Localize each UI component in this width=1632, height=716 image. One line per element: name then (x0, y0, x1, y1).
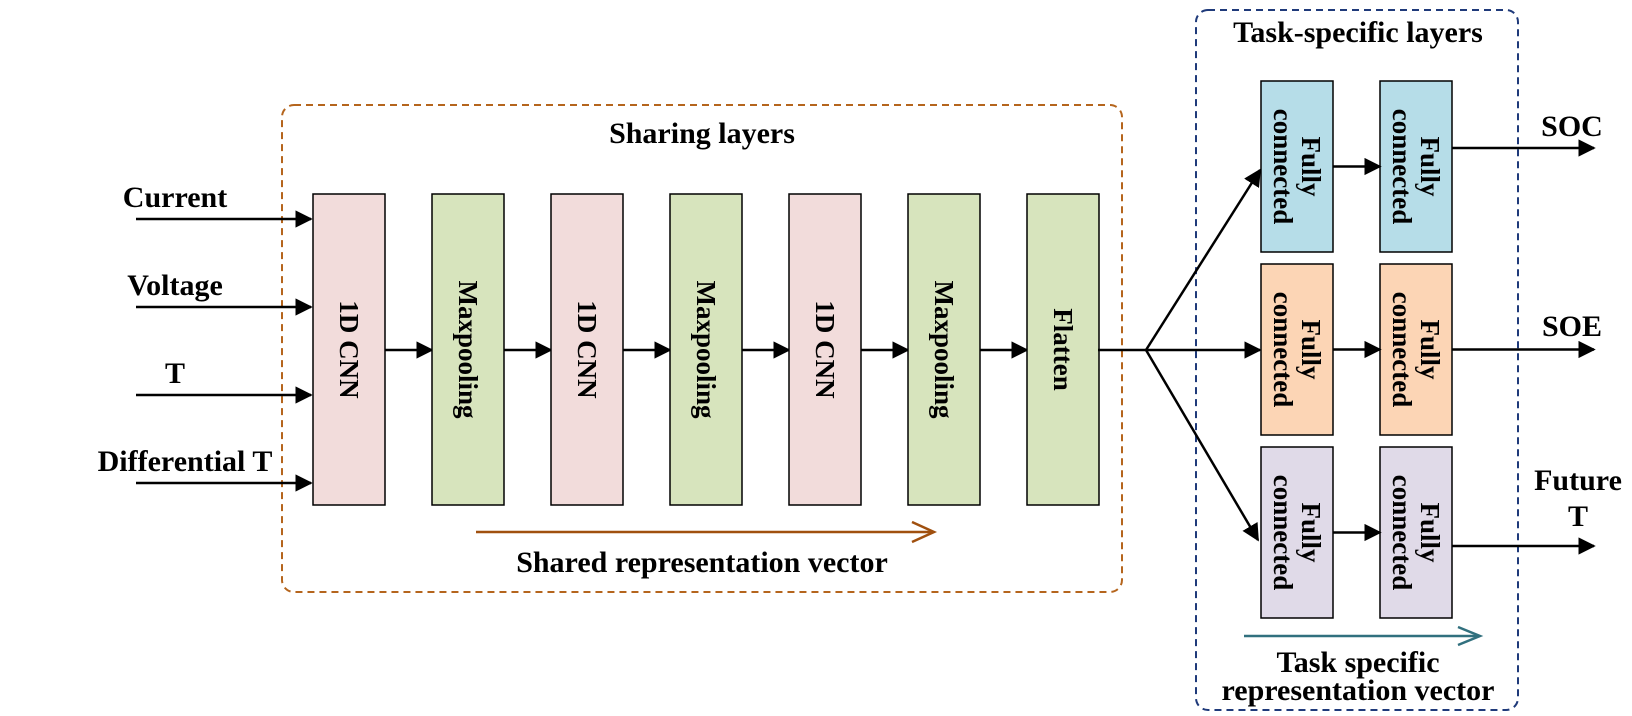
task-specific-layers-title: Task-specific layers (1233, 16, 1483, 49)
task-vector-label-line1: Task specific (1276, 646, 1439, 679)
shared-vector-arrowhead (911, 520, 938, 544)
fc-box-0-0 (1260, 80, 1334, 253)
layer-label-0: 1D CNN (334, 300, 364, 399)
layer-box-6 (1026, 193, 1100, 506)
fc-label-line1-0-0: Fully (1296, 136, 1326, 197)
layer-label-3: Maxpooling (691, 280, 721, 419)
fc-label-line2-2-0: connected (1268, 475, 1298, 590)
fc-label-line2-0-1: connected (1387, 109, 1417, 224)
output-label-1-0: SOE (1542, 310, 1602, 343)
layer-label-6: Flatten (1048, 308, 1078, 390)
output-label-2-0: Future (1534, 464, 1622, 497)
sharing-layers-title: Sharing layers (609, 117, 795, 150)
task-vector-label-line2: representation vector (1222, 674, 1495, 707)
branch-arrow-soc (1144, 168, 1262, 351)
fc-label-line1-2-1: Fully (1415, 502, 1445, 563)
fc-box-2-1 (1379, 446, 1453, 619)
input-label-0: Current (123, 181, 227, 214)
fc-label-line1-0-1: Fully (1415, 136, 1445, 197)
fc-label-line2-2-1: connected (1387, 475, 1417, 590)
shared-vector-label: Shared representation vector (516, 546, 888, 579)
sharing-layer-boxes: 1D CNN Maxpooling 1D CNN Maxpooling 1D CNN Ma… (312, 193, 1100, 506)
task-vector-arrowhead (1457, 625, 1484, 647)
output-label-0-0: SOC (1541, 110, 1603, 143)
input-label-1: Voltage (127, 269, 223, 302)
fc-label-line1-1-0: Fully (1296, 319, 1326, 380)
fc-box-1-1 (1379, 263, 1453, 436)
fc-box-2-0 (1260, 446, 1334, 619)
fc-label-line2-1-0: connected (1268, 292, 1298, 407)
layer-label-5: Maxpooling (929, 280, 959, 419)
output-label-2-1: T (1568, 500, 1588, 533)
layer-box-5 (907, 193, 981, 506)
input-label-2: T (165, 357, 185, 390)
layer-box-2 (550, 193, 624, 506)
layer-box-0 (312, 193, 386, 506)
fc-label-line2-1-1: connected (1387, 292, 1417, 407)
layer-label-4: 1D CNN (810, 300, 840, 399)
branch-arrow-future-t (1144, 349, 1260, 542)
layer-label-2: 1D CNN (572, 300, 602, 399)
fc-label-line1-2-0: Fully (1296, 502, 1326, 563)
layer-box-3 (669, 193, 743, 506)
fc-label-line2-0-0: connected (1268, 109, 1298, 224)
layer-box-4 (788, 193, 862, 506)
input-label-3: Differential T (98, 445, 273, 478)
layer-label-1: Maxpooling (453, 280, 483, 419)
fc-box-0-1 (1379, 80, 1453, 253)
task-specific-layers-group (1195, 9, 1519, 711)
fc-box-1-0 (1260, 263, 1334, 436)
sharing-layers-group (281, 104, 1123, 593)
fc-label-line1-1-1: Fully (1415, 319, 1445, 380)
